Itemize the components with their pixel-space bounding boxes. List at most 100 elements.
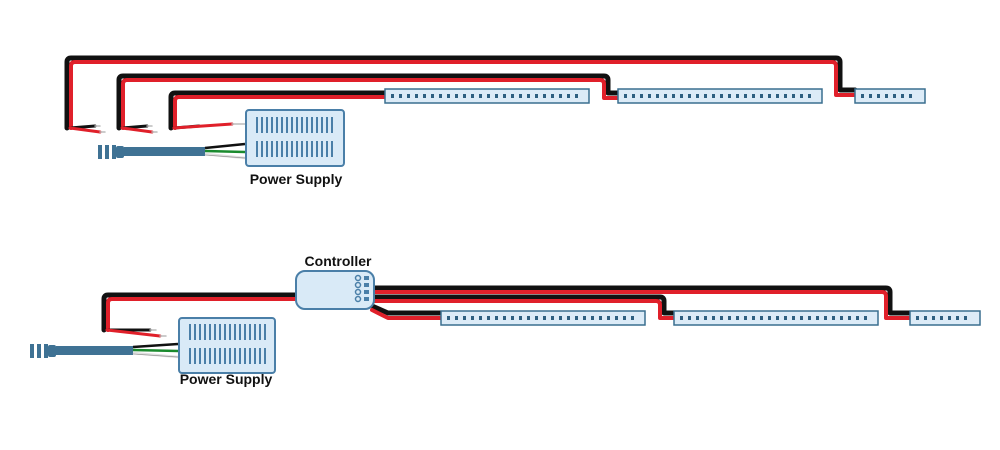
led-chip	[776, 316, 779, 320]
vent-slot	[194, 324, 196, 340]
led-chip	[720, 316, 723, 320]
led-chip	[776, 94, 779, 98]
led-chip	[664, 94, 667, 98]
led-chip	[869, 94, 872, 98]
vent-slot	[331, 117, 333, 133]
vent-slot	[229, 348, 231, 364]
vent-slot	[306, 117, 308, 133]
led-chip	[439, 94, 442, 98]
led-chip	[760, 94, 763, 98]
vent-slot	[229, 324, 231, 340]
vent-slot	[199, 348, 201, 364]
vent-slot	[264, 348, 266, 364]
led-chip	[760, 316, 763, 320]
led-chip	[447, 94, 450, 98]
vent-slot	[209, 324, 211, 340]
led-chip	[423, 94, 426, 98]
power-supply-icon	[245, 109, 345, 167]
vent-slot	[301, 141, 303, 157]
vent-slot	[189, 348, 191, 364]
led-chip	[631, 316, 634, 320]
led-chip	[455, 316, 458, 320]
led-chip	[680, 94, 683, 98]
vent-slot	[199, 324, 201, 340]
led-chip	[832, 316, 835, 320]
vent-slot	[326, 141, 328, 157]
led-chip	[543, 316, 546, 320]
vent-slot	[249, 348, 251, 364]
led-chip	[471, 94, 474, 98]
led-chip	[607, 316, 610, 320]
vent-slot	[291, 117, 293, 133]
bottom-output-wires	[369, 285, 913, 320]
led-chip	[672, 94, 675, 98]
vent-slot	[239, 348, 241, 364]
controller-icon	[295, 270, 375, 310]
led-chip	[688, 316, 691, 320]
top-wires	[64, 55, 858, 131]
vent-slot	[281, 141, 283, 157]
led-chip	[503, 94, 506, 98]
vent-slot	[286, 117, 288, 133]
top-diagram: Power Supply	[64, 55, 926, 187]
led-chip	[519, 94, 522, 98]
led-chip	[447, 316, 450, 320]
led-chip	[615, 316, 618, 320]
led-chip	[864, 316, 867, 320]
vent-slot	[204, 324, 206, 340]
top-led-strip-2	[617, 88, 823, 104]
vent-slot	[219, 324, 221, 340]
vent-slot	[214, 324, 216, 340]
led-chip	[632, 94, 635, 98]
led-chip	[559, 94, 562, 98]
led-chip	[503, 316, 506, 320]
bottom-led-strip-1	[440, 310, 646, 326]
vent-slot	[234, 324, 236, 340]
vent-slot	[234, 348, 236, 364]
wire-black-mid	[116, 73, 621, 131]
top-wire-terminals	[68, 122, 247, 134]
led-chip	[495, 94, 498, 98]
led-chip	[399, 94, 402, 98]
led-chip	[720, 94, 723, 98]
led-chip	[840, 316, 843, 320]
controller-label: Controller	[305, 253, 372, 269]
led-chip	[893, 94, 896, 98]
led-chip	[511, 94, 514, 98]
vent-slot	[239, 324, 241, 340]
led-chip	[543, 94, 546, 98]
led-chip	[463, 94, 466, 98]
vent-slot	[316, 117, 318, 133]
power-supply-icon	[178, 317, 276, 374]
led-chip	[736, 316, 739, 320]
led-chip	[696, 94, 699, 98]
led-chip	[752, 316, 755, 320]
vent-slot	[254, 348, 256, 364]
led-chip	[623, 316, 626, 320]
led-chip	[901, 94, 904, 98]
vent-slot	[276, 117, 278, 133]
vent-slot	[321, 117, 323, 133]
vent-slot	[244, 324, 246, 340]
led-chip	[712, 316, 715, 320]
vent-slot	[259, 348, 261, 364]
led-chip	[688, 94, 691, 98]
led-chip	[768, 316, 771, 320]
led-chip	[583, 316, 586, 320]
bottom-input-wire	[101, 292, 300, 338]
led-chip	[808, 94, 811, 98]
wire-red-long	[69, 60, 857, 130]
led-chip	[559, 316, 562, 320]
vent-slot	[261, 141, 263, 157]
led-chip	[391, 94, 394, 98]
led-chip	[784, 316, 787, 320]
top-led-strip-1	[384, 88, 590, 104]
led-chip	[712, 94, 715, 98]
led-chip	[916, 316, 919, 320]
led-chip	[656, 94, 659, 98]
bottom-power-supply-label: Power Supply	[180, 371, 273, 387]
vent-slot	[296, 141, 298, 157]
bottom-led-strip-2	[673, 310, 879, 326]
led-chip	[415, 94, 418, 98]
